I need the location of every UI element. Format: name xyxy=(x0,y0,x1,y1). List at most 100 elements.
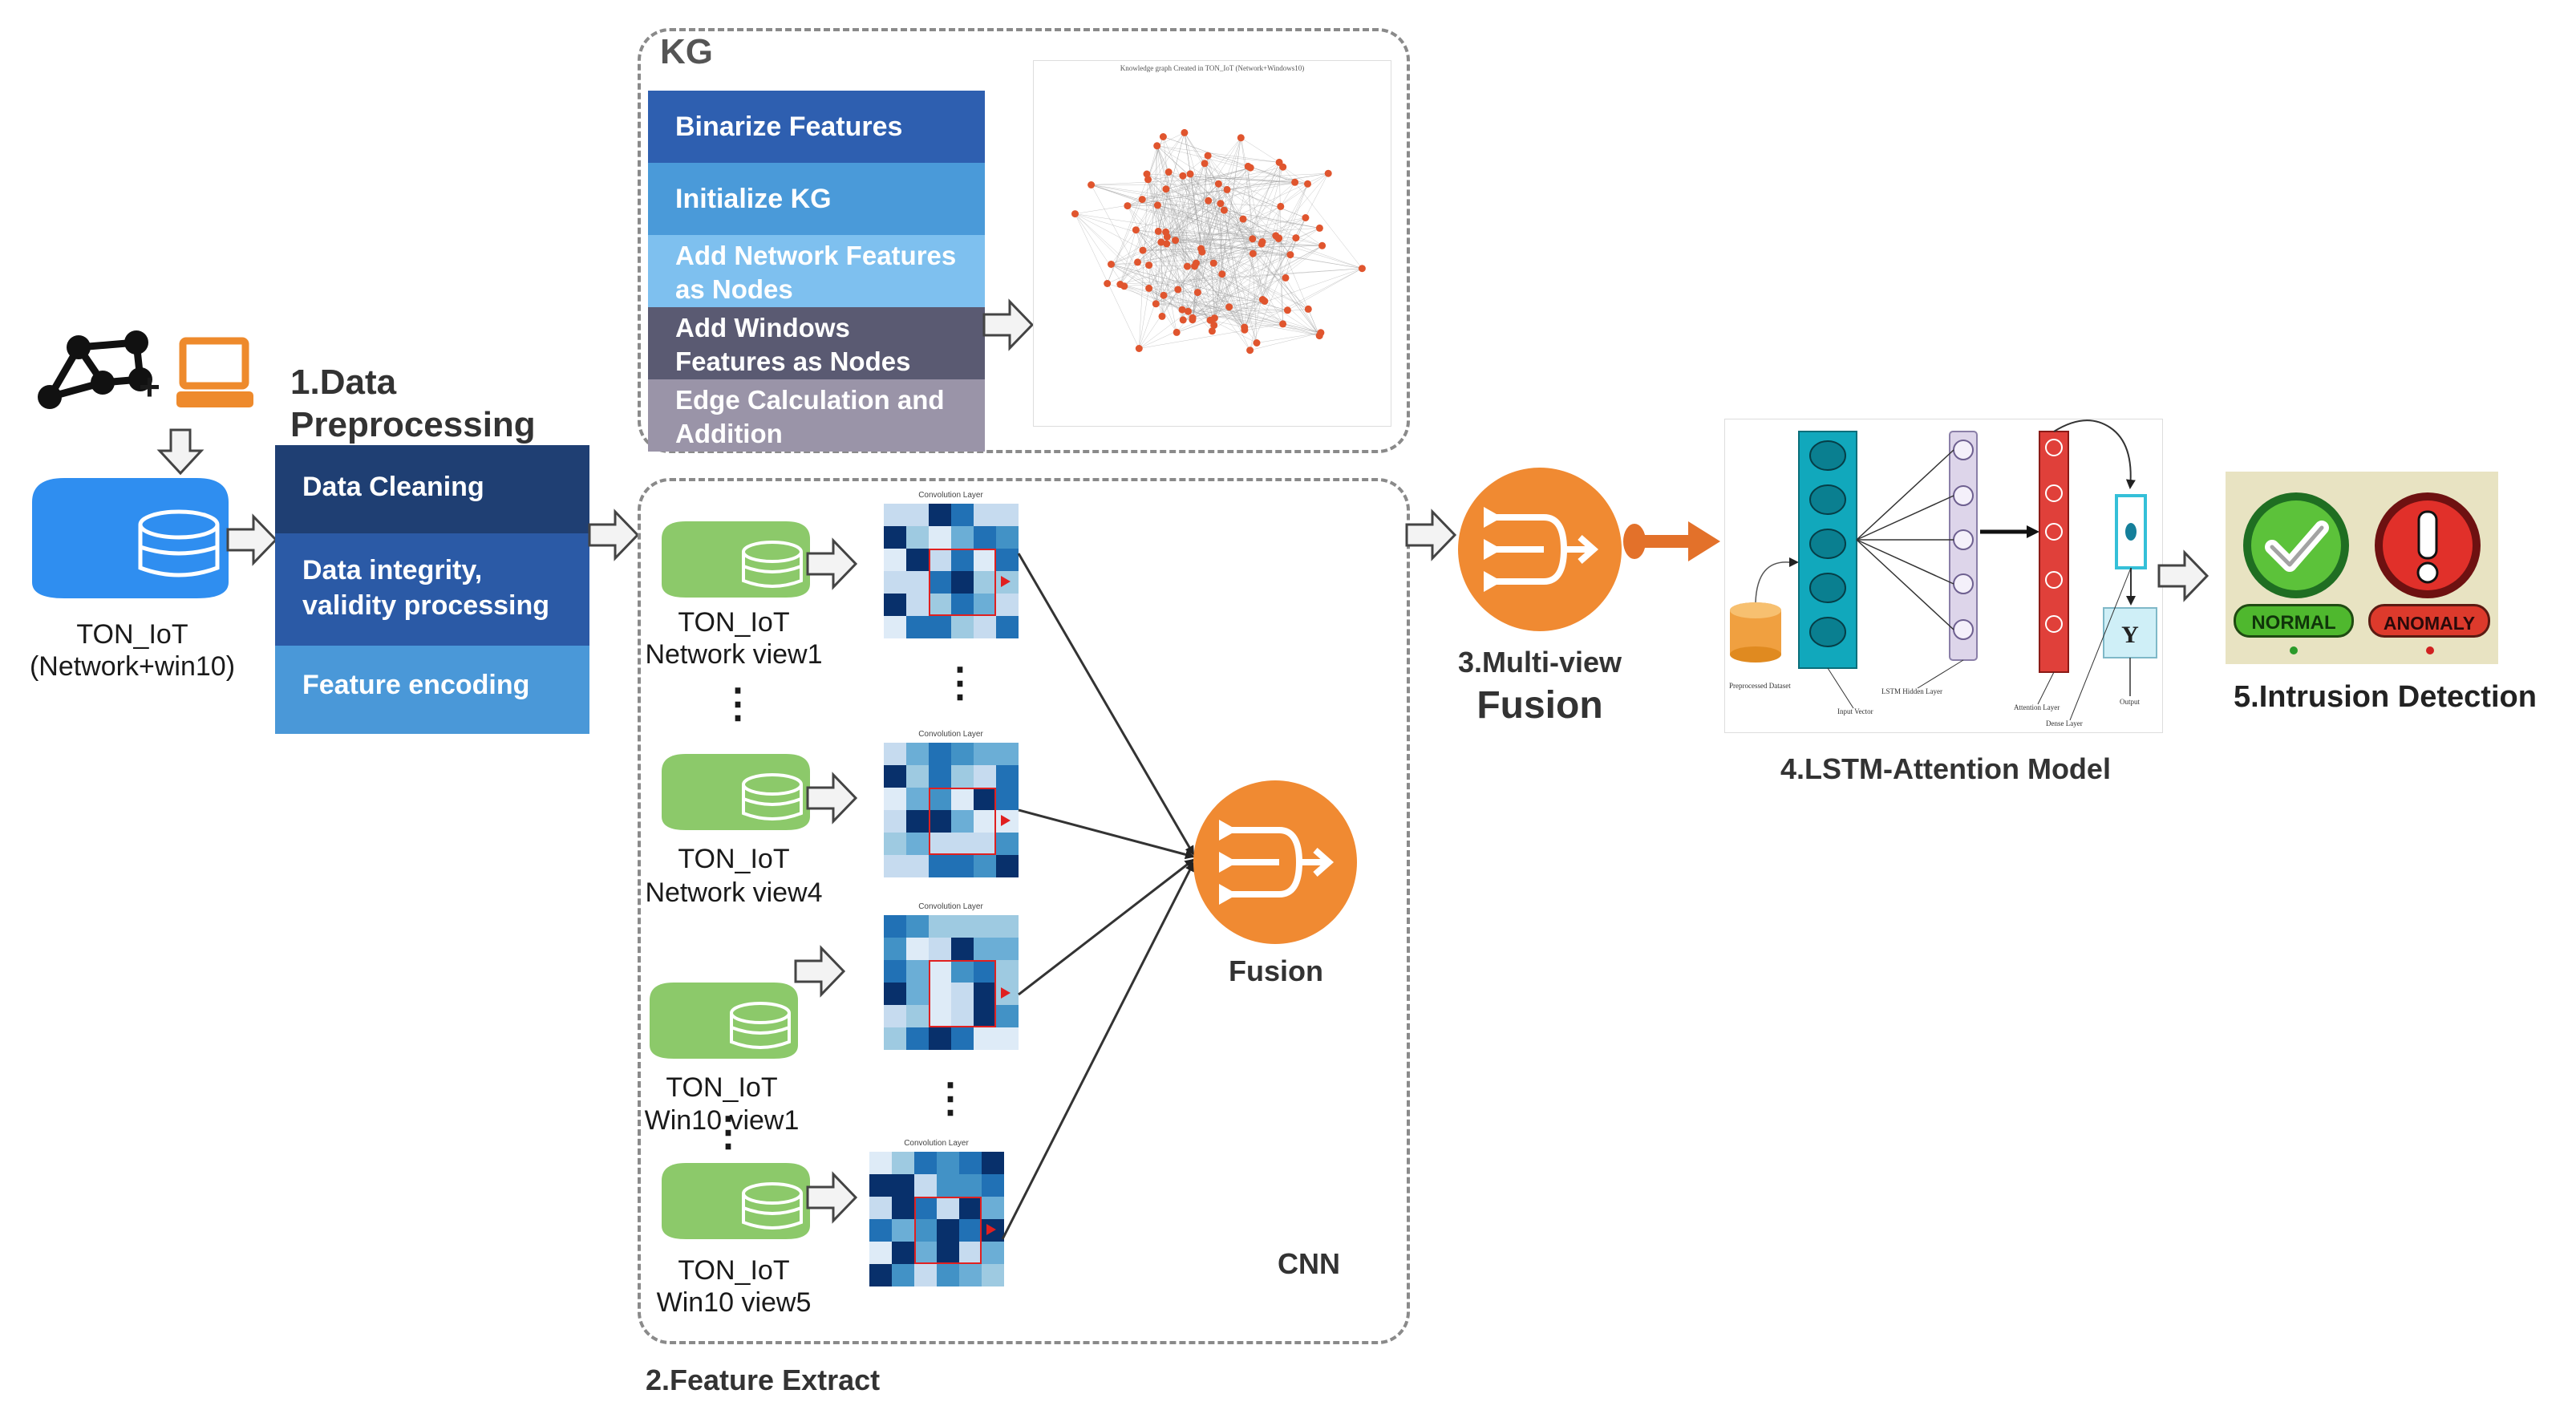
convolution-layer-map: Convolution Layer xyxy=(881,491,1021,639)
kg-node xyxy=(1154,227,1162,235)
heatmap-cell xyxy=(906,765,929,788)
knowledge-graph-image: Knowledge graph Created in TON_IoT (Netw… xyxy=(1033,60,1391,427)
kg-node xyxy=(1279,320,1287,328)
heatmap-cell xyxy=(974,504,996,526)
heatmap-cell xyxy=(906,938,929,960)
convolution-layer-label: Convolution Layer xyxy=(904,1139,969,1148)
kg-node xyxy=(1274,235,1282,242)
convolution-layer-map: Convolution Layer xyxy=(881,730,1021,878)
heatmap-cell xyxy=(974,833,996,855)
kernel-arrow-icon xyxy=(1001,576,1011,587)
right-arrow-icon xyxy=(806,772,858,825)
heatmap-cell xyxy=(974,743,996,765)
heatmap-cell xyxy=(996,1027,1019,1050)
kernel-window xyxy=(929,549,996,616)
convolution-layer-map: Convolution Layer xyxy=(881,902,1021,1051)
kernel-window xyxy=(929,960,996,1027)
heatmap-cell xyxy=(974,571,996,594)
kg-title: KG xyxy=(660,32,713,71)
network-graph-icon xyxy=(38,330,152,409)
heatmap-cell xyxy=(914,1219,937,1242)
heatmap-cell xyxy=(884,549,906,571)
kg-node xyxy=(1193,259,1200,267)
right-arrow-icon xyxy=(982,298,1035,351)
win-view1-label-line2: Win10 view1 xyxy=(644,1105,800,1136)
convolution-layer-label: Convolution Layer xyxy=(918,902,983,911)
heatmap-cell xyxy=(937,1152,959,1174)
kg-node xyxy=(1249,249,1257,257)
heatmap-cell xyxy=(996,960,1019,983)
heatmap-cell xyxy=(951,594,974,616)
kg-node xyxy=(1214,180,1222,188)
kg-node xyxy=(1185,307,1192,315)
heatmap-cell xyxy=(929,743,951,765)
heatmap-cell xyxy=(884,983,906,1005)
heatmap-cell xyxy=(906,616,929,638)
heatmap-cell xyxy=(974,983,996,1005)
kg-node xyxy=(1277,202,1285,210)
heatmap-cell xyxy=(974,915,996,938)
heatmap-cell xyxy=(929,594,951,616)
heatmap-cell xyxy=(996,915,1019,938)
preprocessing-title-line1: 1.Data xyxy=(290,363,397,402)
kg-node xyxy=(1291,178,1299,186)
kg-node xyxy=(1116,281,1124,288)
heatmap-cell xyxy=(869,1219,892,1242)
right-arrow-icon xyxy=(1405,509,1457,561)
kg-node xyxy=(1135,345,1143,352)
heatmap-cell xyxy=(892,1152,914,1174)
heatmap-cell xyxy=(959,1197,982,1219)
convolution-layer-label: Convolution Layer xyxy=(918,491,983,500)
heatmap-cell xyxy=(996,765,1019,788)
heatmap-cell xyxy=(959,1242,982,1264)
kg-node xyxy=(1174,286,1182,294)
heatmap-cell xyxy=(951,983,974,1005)
kg-node xyxy=(1124,202,1132,210)
heatmap-cell xyxy=(892,1219,914,1242)
heatmap-cell xyxy=(996,833,1019,855)
heatmap-cell xyxy=(982,1264,1004,1286)
heatmap-cell xyxy=(996,549,1019,571)
plus-sign: + xyxy=(139,366,160,407)
heatmap-cell xyxy=(951,526,974,549)
knowledge-graph-title: Knowledge graph Created in TON_IoT (Netw… xyxy=(1120,64,1305,72)
kg-node xyxy=(1178,306,1186,314)
heatmap-cell xyxy=(996,616,1019,638)
heatmap-cell xyxy=(892,1174,914,1197)
heatmap-cell xyxy=(974,810,996,833)
heatmap-cell xyxy=(914,1242,937,1264)
kg-step-edges: Edge Calculation and Addition xyxy=(648,379,985,452)
heatmap-cell xyxy=(884,855,906,877)
anomaly-dot xyxy=(2426,646,2434,654)
kg-node xyxy=(1144,176,1152,184)
kg-node xyxy=(1189,314,1197,322)
heatmap-cell xyxy=(929,549,951,571)
win-view1-label-line1: TON_IoT xyxy=(666,1072,778,1103)
heatmap-cell xyxy=(974,526,996,549)
heatmap-cell xyxy=(884,1005,906,1027)
kg-node xyxy=(1209,259,1217,267)
lstm-label-input: Input Vector xyxy=(1837,707,1873,715)
heatmap-cell xyxy=(869,1197,892,1219)
heatmap-cell xyxy=(996,855,1019,877)
heatmap-cell xyxy=(869,1152,892,1174)
kg-node xyxy=(1139,246,1147,254)
heatmap-cell xyxy=(906,1005,929,1027)
heatmap-cell xyxy=(959,1264,982,1286)
heatmap-cell xyxy=(929,788,951,810)
heatmap-cell xyxy=(982,1174,1004,1197)
heatmap-cell xyxy=(906,960,929,983)
view-database-icon xyxy=(662,521,810,598)
view-database-icon xyxy=(650,983,798,1059)
kernel-arrow-icon xyxy=(1001,987,1011,999)
kg-node xyxy=(1104,280,1112,287)
cnn-label: CNN xyxy=(1278,1247,1340,1280)
heatmap-cell xyxy=(937,1219,959,1242)
heatmap-cell xyxy=(996,594,1019,616)
heatmap-cell xyxy=(929,616,951,638)
heatmap-cell xyxy=(974,1005,996,1027)
kg-node xyxy=(1163,240,1171,248)
heatmap-cell xyxy=(951,571,974,594)
kg-step-windows-nodes: Add Windows Features as Nodes xyxy=(648,307,985,379)
heatmap-cell xyxy=(869,1264,892,1286)
